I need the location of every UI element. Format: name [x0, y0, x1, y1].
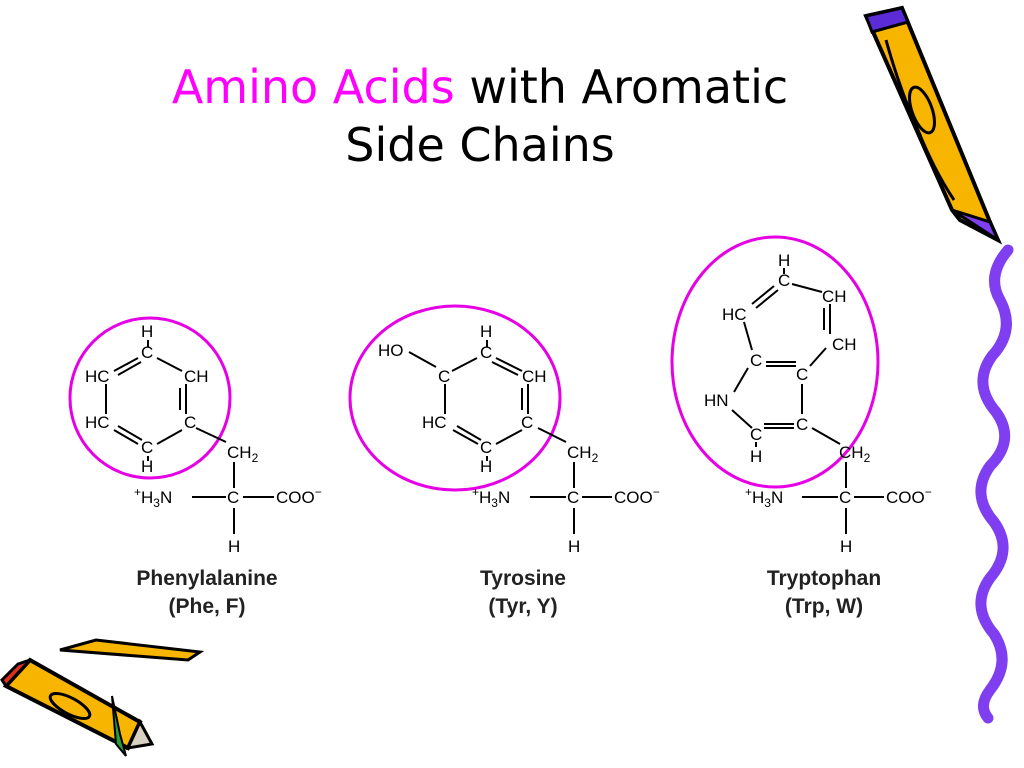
atom-label: H	[480, 457, 492, 476]
trp-ring-highlight	[670, 235, 880, 489]
tyr-structure: H C HO C CH HC C C H CH2 +H3N C COO− H T…	[378, 322, 660, 618]
atom-label: HC	[722, 305, 747, 324]
atom-label: C	[750, 351, 762, 370]
atom-label: C	[184, 413, 196, 432]
carboxyl-label: COO−	[614, 485, 660, 507]
phe-structure: H C HC CH HC C C H CH2 +H3N C COO− H Phe…	[85, 322, 322, 618]
atom-label: H	[141, 322, 153, 341]
atom-label: CH	[522, 367, 547, 386]
atom-label: CH	[184, 367, 209, 386]
molecule-name: Tyrosine	[480, 567, 566, 590]
atom-label: H	[141, 457, 153, 476]
alpha-h-label: H	[228, 537, 240, 556]
molecule-name: Phenylalanine	[136, 567, 277, 590]
atom-label: CH	[822, 287, 847, 306]
atom-label: C	[778, 271, 790, 290]
atom-label: HC	[85, 413, 110, 432]
ch2-label: CH2	[227, 443, 259, 465]
atom-label: H	[480, 322, 492, 341]
title-highlight: Amino Acids	[171, 60, 455, 114]
tyr-ring-highlight	[348, 304, 562, 492]
atom-label: C	[438, 367, 450, 386]
bond-lines	[105, 268, 884, 534]
molecule-name: Tryptophan	[767, 567, 881, 590]
phe-ring-highlight	[68, 316, 232, 480]
molecule-abbr: (Tyr, Y)	[488, 595, 557, 618]
amine-label: +H3N	[472, 485, 510, 510]
atom-label: H	[750, 447, 762, 466]
pencil-top-right-icon	[863, 5, 1003, 245]
atom-label: H	[778, 251, 790, 270]
alpha-h-label: H	[568, 537, 580, 556]
molecule-abbr: (Trp, W)	[785, 595, 863, 618]
alpha-carbon-label: C	[839, 488, 851, 507]
molecule-abbr: (Phe, F)	[169, 595, 246, 618]
atom-label: HO	[378, 341, 404, 360]
pencil-bottom-left-icon	[0, 638, 205, 757]
atom-label: C	[521, 413, 533, 432]
atom-label: C	[750, 425, 762, 444]
carboxyl-label: COO−	[886, 485, 932, 507]
amine-label: +H3N	[134, 485, 172, 510]
amine-label: +H3N	[745, 485, 783, 510]
trp-structure: H C CH HC CH C C HN C C H CH2 +H3N C COO…	[704, 251, 932, 618]
carboxyl-label: COO−	[276, 485, 322, 507]
atom-label: C	[480, 438, 492, 457]
atom-label: C	[141, 438, 153, 457]
title-line2: Side Chains	[345, 118, 615, 172]
alpha-h-label: H	[840, 537, 852, 556]
atom-label: C	[141, 343, 153, 362]
alpha-carbon-label: C	[567, 488, 579, 507]
atom-label: C	[796, 365, 808, 384]
atom-label: HC	[422, 413, 447, 432]
alpha-carbon-label: C	[227, 488, 239, 507]
title-rest: with Aromatic	[454, 60, 789, 114]
atom-label: C	[796, 415, 808, 434]
right-squiggle-border	[975, 244, 1014, 724]
atom-label: HN	[704, 391, 729, 410]
ch2-label: CH2	[839, 443, 871, 465]
atom-label: HC	[85, 367, 110, 386]
atom-label: C	[480, 343, 492, 362]
ch2-label: CH2	[567, 443, 599, 465]
atom-label: CH	[832, 335, 857, 354]
